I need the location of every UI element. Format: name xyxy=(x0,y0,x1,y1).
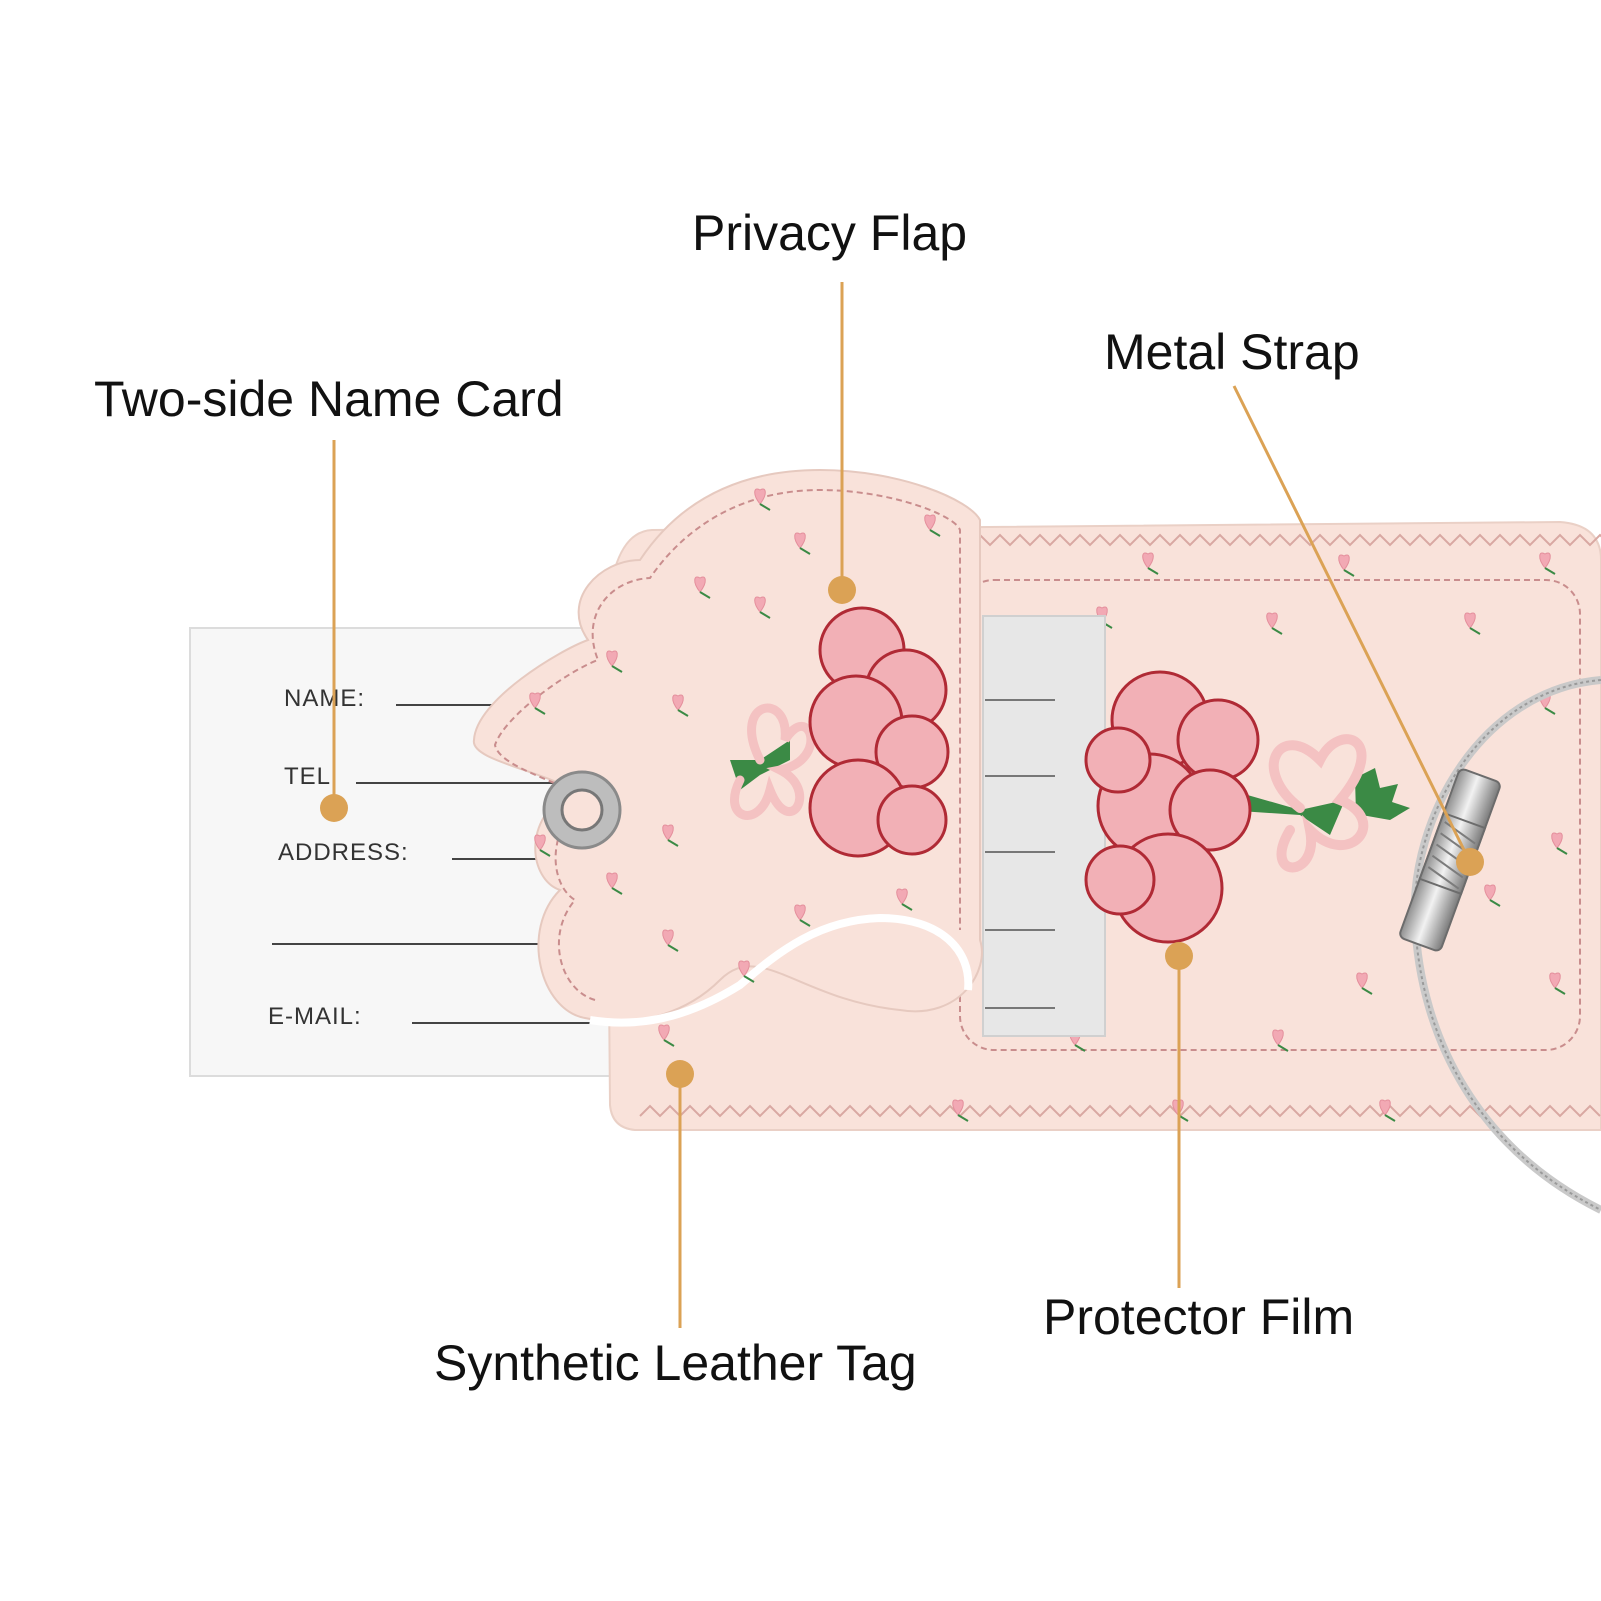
metal-strap xyxy=(1399,676,1601,1214)
metal-strap-label: Metal Strap xyxy=(1104,324,1360,380)
two-side-name-card-label: Two-side Name Card xyxy=(94,371,564,427)
email-field-label: E-MAIL: xyxy=(268,1003,362,1030)
protector-film xyxy=(982,615,1106,1037)
name-field-label: NAME: xyxy=(284,685,365,712)
protector-film-label: Protector Film xyxy=(1043,1289,1355,1345)
privacy-flap xyxy=(472,468,983,1047)
tel-field-label: TEL: xyxy=(284,763,339,790)
privacy-flap-label: Privacy Flap xyxy=(692,205,968,261)
callout-leaders xyxy=(320,282,1484,1328)
address-field-label: ADDRESS: xyxy=(278,839,409,866)
carnation-bouquet xyxy=(1084,670,1410,944)
synthetic-leather-tag-label: Synthetic Leather Tag xyxy=(434,1335,917,1391)
